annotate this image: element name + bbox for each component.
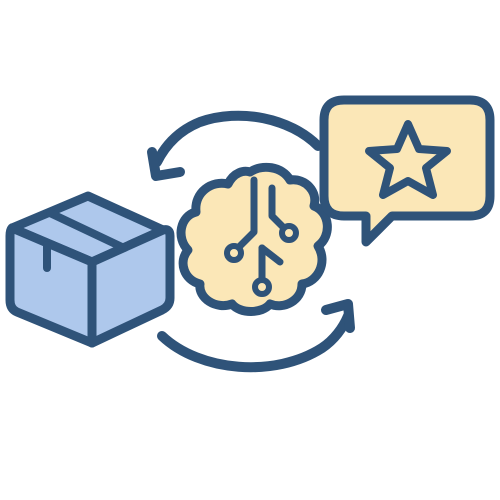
brain-circuit-icon	[176, 162, 332, 316]
box-icon	[5, 191, 175, 348]
review-star-bubble-icon	[319, 95, 495, 247]
arrow-to-box-icon	[147, 110, 323, 181]
arrow-to-review-icon	[157, 299, 355, 373]
